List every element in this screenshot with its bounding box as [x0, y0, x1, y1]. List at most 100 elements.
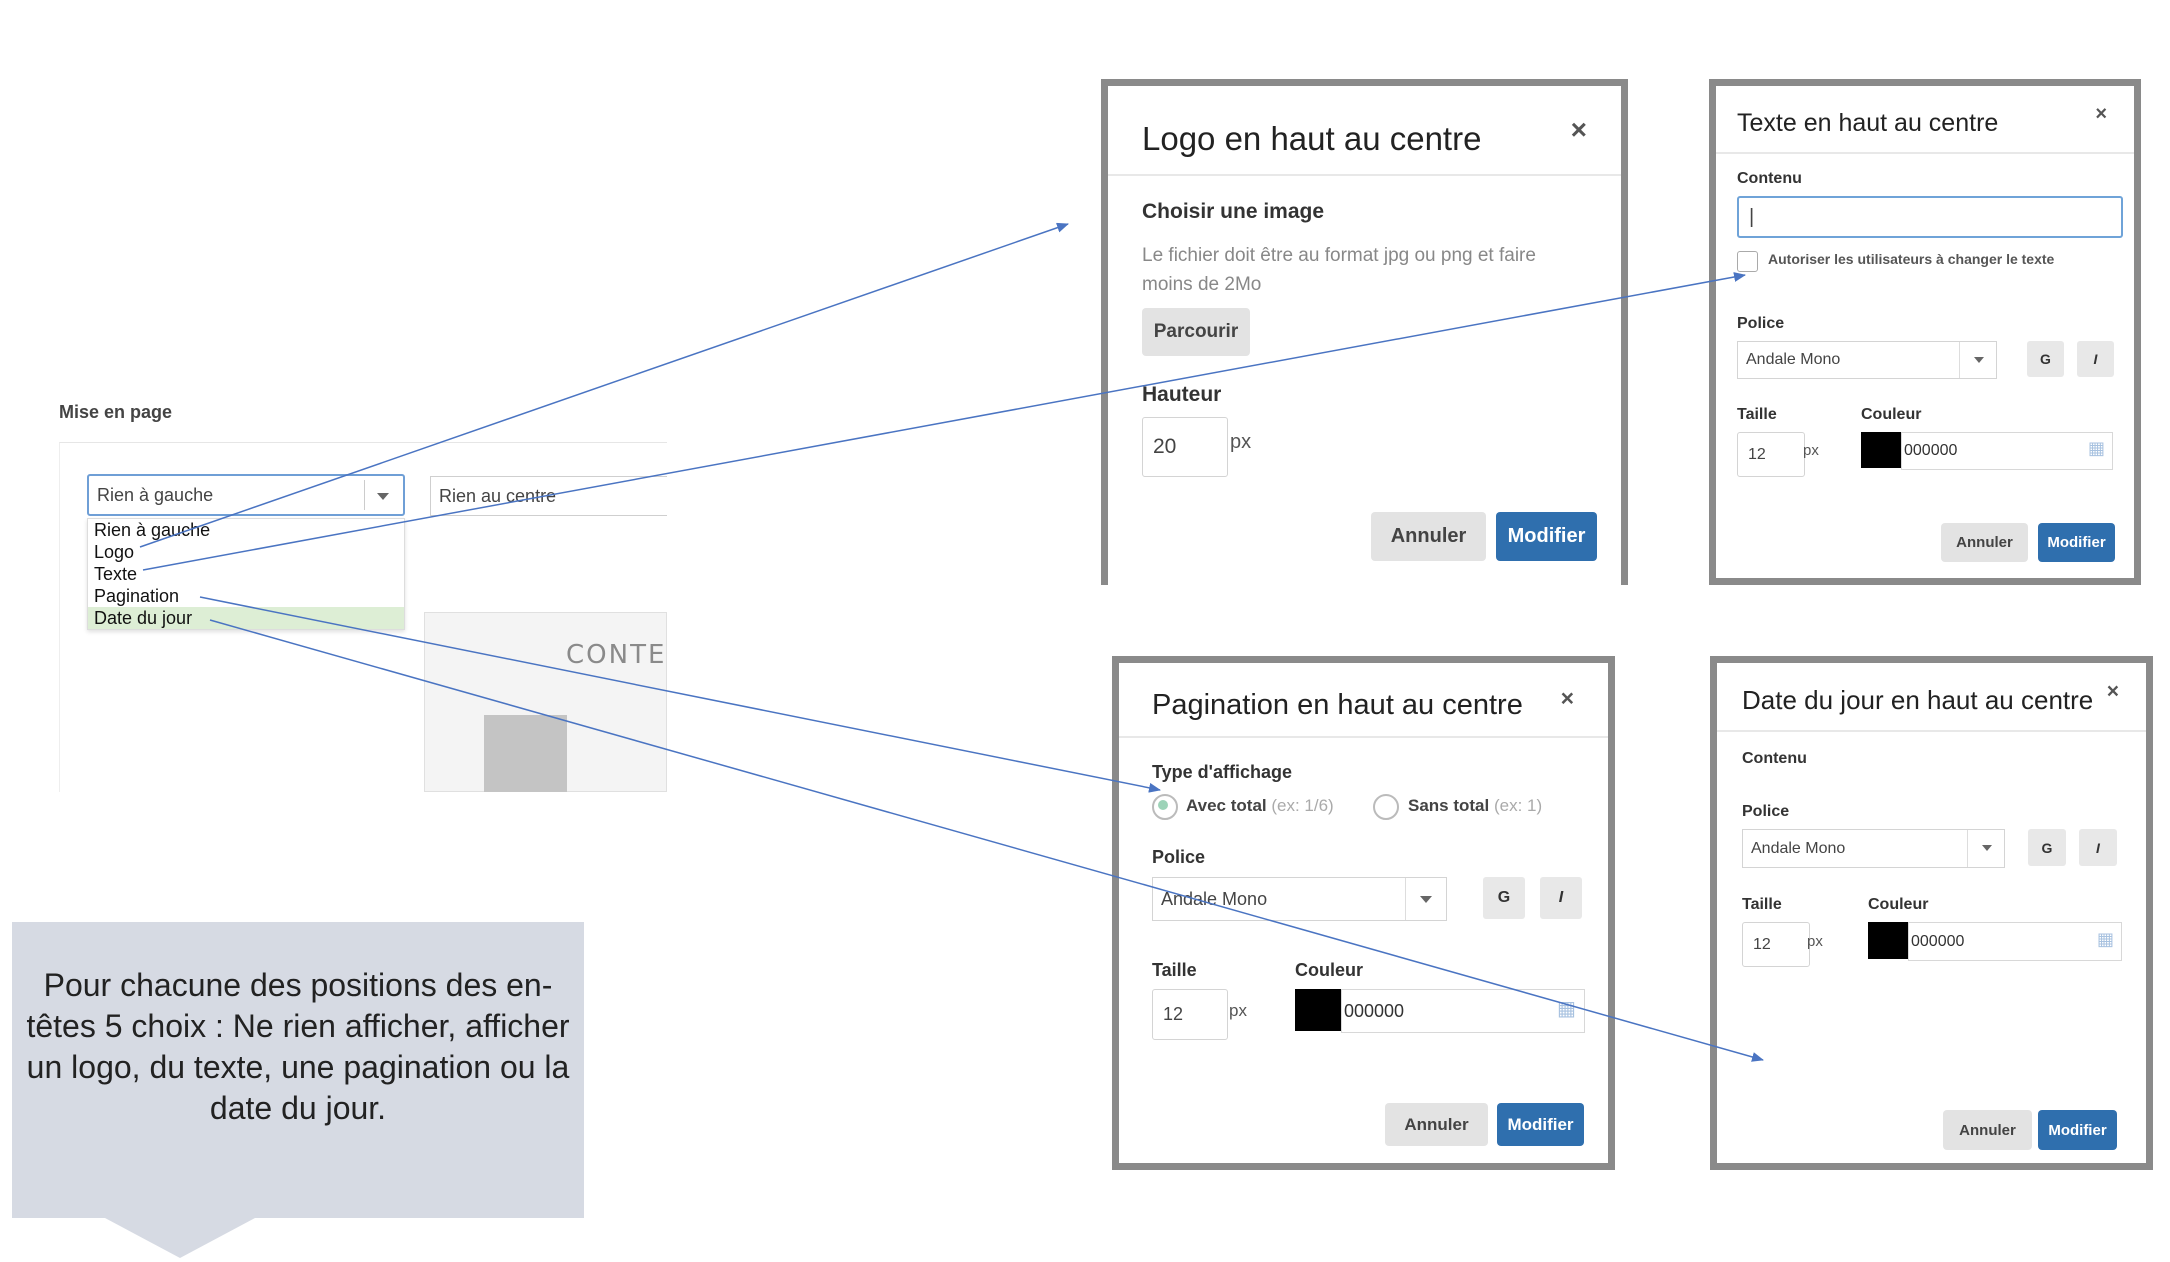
select-separator	[1967, 830, 1968, 867]
display-type-label: Type d'affichage	[1152, 762, 1292, 782]
modify-button[interactable]: Modifier	[2038, 1110, 2117, 1150]
font-label: Police	[1742, 803, 1790, 820]
font-select[interactable]: Andale Mono	[1742, 829, 2005, 868]
cancel-button[interactable]: Annuler	[1943, 1110, 2032, 1150]
position-options-dropdown: Rien à gauche Logo Texte Pagination Date…	[87, 518, 405, 630]
option-date[interactable]: Date du jour	[88, 607, 404, 629]
pagination-dialog-title: Pagination en haut au centre	[1152, 689, 1523, 721]
bold-button[interactable]: G	[2027, 341, 2064, 377]
size-label: Taille	[1737, 406, 1777, 423]
callout-pointer	[105, 1218, 255, 1258]
allow-users-checkbox[interactable]	[1737, 251, 1758, 272]
color-input[interactable]: 000000	[1908, 922, 2122, 961]
bold-button[interactable]: G	[1483, 877, 1525, 919]
modify-button[interactable]: Modifier	[1497, 1103, 1584, 1146]
size-label: Taille	[1742, 896, 1782, 913]
dialog-divider	[1108, 174, 1621, 176]
pagination-dialog: Pagination en haut au centre × Type d'af…	[1112, 656, 1615, 1170]
italic-button[interactable]: I	[2079, 829, 2117, 866]
font-select[interactable]: Andale Mono	[1152, 877, 1447, 921]
chevron-down-icon[interactable]	[377, 493, 389, 500]
arrow-text	[142, 272, 1746, 571]
left-position-select[interactable]: Rien à gauche	[87, 474, 405, 516]
select-separator	[1405, 878, 1406, 920]
option-text[interactable]: Texte	[94, 564, 138, 584]
arrow-date	[209, 619, 1764, 1062]
color-label: Couleur	[1868, 896, 1929, 913]
text-dialog: Texte en haut au centre × Contenu | Auto…	[1709, 79, 2141, 585]
color-input[interactable]: 000000	[1341, 989, 1585, 1033]
dialog-divider	[1717, 730, 2146, 732]
italic-button[interactable]: I	[1540, 877, 1582, 919]
size-input[interactable]: 12	[1152, 989, 1228, 1040]
option-logo[interactable]: Logo	[94, 542, 135, 562]
size-unit: px	[1229, 1001, 1247, 1020]
italic-button[interactable]: I	[2077, 341, 2114, 377]
size-input[interactable]: 12	[1737, 432, 1805, 477]
logo-dialog: Logo en haut au centre × Choisir une ima…	[1101, 79, 1628, 585]
color-swatch[interactable]	[1861, 432, 1901, 468]
size-label: Taille	[1152, 960, 1197, 980]
close-icon[interactable]: ×	[1570, 114, 1587, 145]
bold-button[interactable]: G	[2028, 829, 2066, 866]
height-unit: px	[1230, 431, 1252, 453]
dialog-divider	[1119, 736, 1608, 738]
option-pagination[interactable]: Pagination	[94, 586, 180, 606]
cancel-button[interactable]: Annuler	[1941, 523, 2028, 562]
left-position-select-value: Rien à gauche	[97, 484, 214, 505]
allow-users-label: Autoriser les utilisateurs à changer le …	[1768, 251, 2055, 267]
arrow-logo	[139, 222, 1069, 548]
browse-button[interactable]: Parcourir	[1142, 308, 1250, 356]
with-total-hint: (ex: 1/6)	[1271, 796, 1334, 815]
text-dialog-title: Texte en haut au centre	[1737, 109, 1999, 137]
size-unit: px	[1803, 442, 1819, 459]
file-format-help: Le fichier doit être au format jpg ou pn…	[1142, 245, 1536, 295]
height-input[interactable]: 20	[1142, 417, 1228, 477]
cancel-button[interactable]: Annuler	[1385, 1103, 1488, 1146]
font-select[interactable]: Andale Mono	[1737, 341, 1997, 379]
choose-image-label: Choisir une image	[1142, 200, 1325, 223]
date-dialog: Date du jour en haut au centre × Contenu…	[1710, 656, 2153, 1170]
size-input[interactable]: 12	[1742, 922, 1810, 967]
content-label: Contenu	[1737, 170, 1802, 187]
without-total-text: Sans total	[1408, 796, 1490, 815]
color-swatch[interactable]	[1295, 989, 1341, 1031]
page-preview-content-label: CONTENU	[566, 640, 667, 670]
modify-button[interactable]: Modifier	[2038, 523, 2115, 562]
close-icon[interactable]: ×	[2095, 103, 2107, 125]
color-picker-icon[interactable]: ▦	[2088, 438, 2106, 458]
font-label: Police	[1152, 847, 1206, 867]
color-label: Couleur	[1861, 406, 1922, 423]
chevron-down-icon[interactable]	[1974, 357, 1984, 363]
explanation-callout	[12, 922, 584, 1218]
layout-section-title: Mise en page	[59, 402, 173, 422]
color-label: Couleur	[1295, 960, 1364, 980]
color-swatch[interactable]	[1868, 922, 1908, 959]
chevron-down-icon[interactable]	[1982, 845, 1992, 851]
modify-button[interactable]: Modifier	[1496, 512, 1597, 561]
cancel-button[interactable]: Annuler	[1371, 512, 1486, 561]
layout-preview-area	[59, 442, 667, 792]
content-input[interactable]: |	[1737, 196, 2123, 238]
select-separator	[1959, 342, 1960, 378]
option-nothing[interactable]: Rien à gauche	[94, 520, 211, 540]
chevron-down-icon[interactable]	[1420, 896, 1432, 903]
color-picker-icon[interactable]: ▦	[2097, 929, 2115, 949]
without-total-hint: (ex: 1)	[1493, 796, 1543, 815]
close-icon[interactable]: ×	[1560, 685, 1574, 711]
font-select-value: Andale Mono	[1746, 351, 1841, 368]
arrow-pagination	[199, 596, 1161, 793]
with-total-text: Avec total	[1186, 796, 1267, 815]
font-select-value: Andale Mono	[1161, 888, 1268, 909]
font-label: Police	[1737, 315, 1785, 332]
without-total-radio[interactable]	[1373, 794, 1399, 820]
select-separator	[364, 480, 365, 510]
with-total-label: Avec total (ex: 1/6)	[1186, 796, 1334, 816]
date-dialog-title: Date du jour en haut au centre	[1742, 685, 2094, 715]
close-icon[interactable]: ×	[2106, 680, 2119, 703]
color-input[interactable]: 000000	[1901, 432, 2113, 470]
content-label: Contenu	[1742, 750, 1807, 767]
with-total-radio[interactable]	[1152, 794, 1178, 820]
center-position-select-value: Rien au centre	[439, 485, 557, 506]
